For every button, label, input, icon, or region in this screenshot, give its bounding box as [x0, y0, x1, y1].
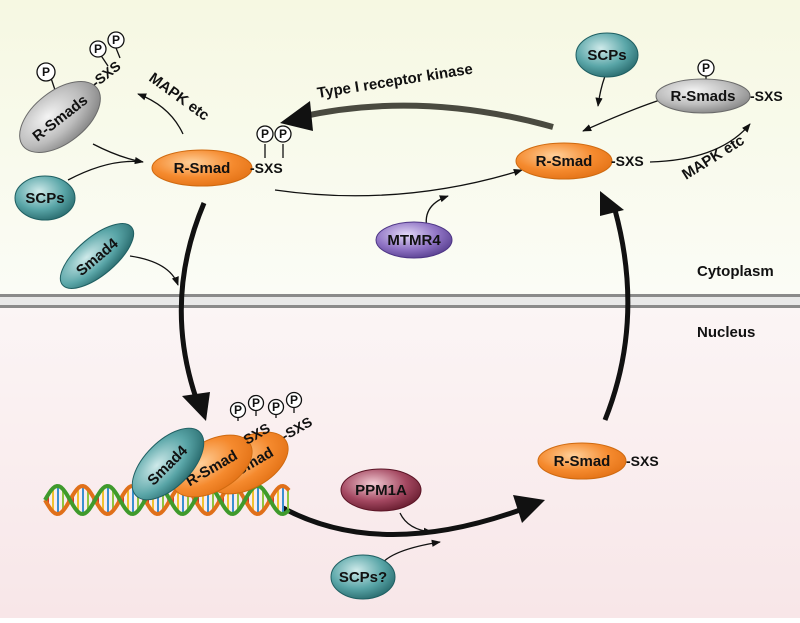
scps-top-arrow — [595, 75, 606, 107]
phospho-icon: P — [285, 391, 303, 409]
r-smad-center: R-Smad -SXS P P — [151, 125, 292, 187]
phospho-icon: P — [89, 40, 107, 58]
mapk-right-arrow — [649, 123, 751, 163]
nucleus-label: Nucleus — [697, 324, 755, 341]
export-arrowhead — [600, 191, 624, 216]
svg-text:PPM1A: PPM1A — [355, 482, 407, 499]
ppm1a: PPM1A — [340, 468, 422, 512]
phospho-icon: P — [697, 59, 715, 77]
sxs-site: -SXS — [611, 153, 644, 169]
nucleus-region — [0, 308, 800, 618]
phospho-icon: P — [256, 125, 274, 143]
mapk-left-arrow — [137, 93, 184, 135]
phospho-icon: P — [274, 125, 292, 143]
left-scps-arrow — [67, 160, 144, 181]
nuclear-membrane — [0, 294, 800, 308]
svg-text:SCPs: SCPs — [587, 47, 626, 64]
type1-kinase-arc — [299, 102, 554, 130]
scps-left: SCPs — [14, 175, 76, 221]
svg-text:MTMR4: MTMR4 — [387, 232, 441, 249]
scps-nucleus: SCPs? — [330, 554, 396, 600]
svg-text:P: P — [42, 65, 50, 79]
mtmr4: MTMR4 — [375, 221, 453, 259]
svg-text:P: P — [702, 61, 710, 75]
scps-top: SCPs — [575, 32, 639, 78]
svg-text:P: P — [112, 33, 120, 47]
svg-text:P: P — [279, 127, 287, 141]
svg-text:SCPs: SCPs — [25, 190, 64, 207]
svg-text:SCPs?: SCPs? — [339, 569, 387, 586]
svg-text:R-Smad: R-Smad — [174, 160, 231, 177]
import-arrowhead — [182, 392, 210, 421]
ppm1a-arrow — [399, 512, 433, 535]
r-smad-right: R-Smad -SXS — [515, 142, 644, 180]
svg-text:R-Smad: R-Smad — [554, 453, 611, 470]
phospho-icon: P — [229, 401, 247, 419]
phospho-icon: P — [36, 62, 56, 82]
import-arc — [178, 202, 207, 399]
dephosphorylation-arrowhead — [513, 495, 545, 523]
svg-text:P: P — [272, 400, 280, 414]
sxs-site: -SXS — [750, 88, 783, 104]
r-smad-nucleus: R-Smad -SXS — [537, 442, 659, 480]
type1-kinase-arrowhead — [280, 101, 313, 131]
phospho-icon: P — [107, 31, 125, 49]
phospho-icon: P — [247, 394, 265, 412]
sxs-site: -SXS — [250, 160, 283, 176]
svg-text:R-Smad: R-Smad — [536, 153, 593, 170]
dephosphorylation-arc — [281, 505, 521, 537]
smad4-arrow — [129, 255, 179, 286]
sxs-site: -SXS — [626, 453, 659, 469]
cytoplasm-label: Cytoplasm — [697, 263, 774, 280]
center-to-right-arrow — [274, 168, 523, 197]
svg-text:R-Smads: R-Smads — [670, 88, 735, 105]
export-arc — [602, 209, 631, 421]
smad4-dna: Smad4 — [131, 427, 205, 501]
right-smads-arrow — [582, 99, 661, 132]
svg-text:P: P — [290, 393, 298, 407]
r-smads-right: P R-Smads -SXS — [655, 59, 783, 114]
phospho-icon: P — [267, 398, 285, 416]
svg-text:P: P — [261, 127, 269, 141]
svg-text:P: P — [94, 42, 102, 56]
svg-text:P: P — [234, 403, 242, 417]
svg-text:P: P — [252, 396, 260, 410]
